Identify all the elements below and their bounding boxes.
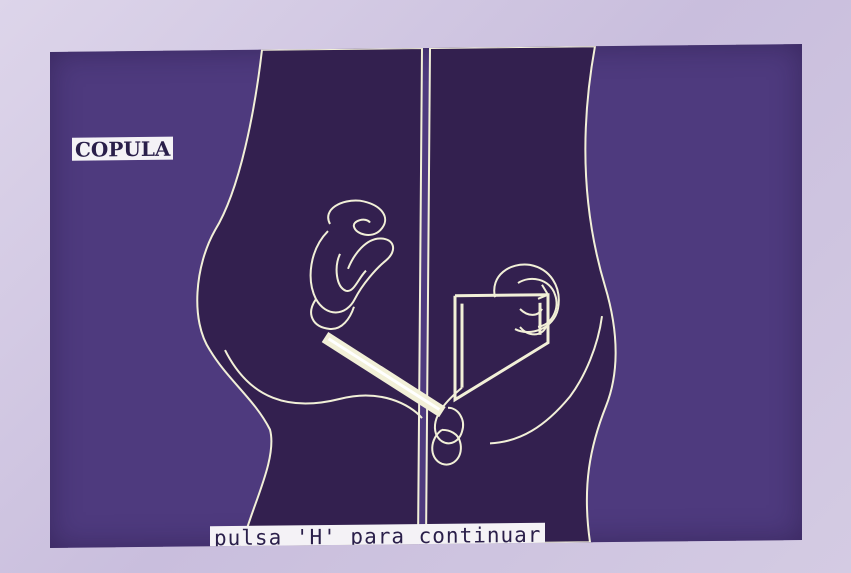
anatomical-diagram [50,44,802,548]
crt-screen: COPULA pulsa 'H' para continuar [50,44,802,548]
left-body-silhouette [197,48,422,546]
continue-prompt[interactable]: pulsa 'H' para continuar [210,523,545,548]
screen-title: COPULA [72,137,173,161]
